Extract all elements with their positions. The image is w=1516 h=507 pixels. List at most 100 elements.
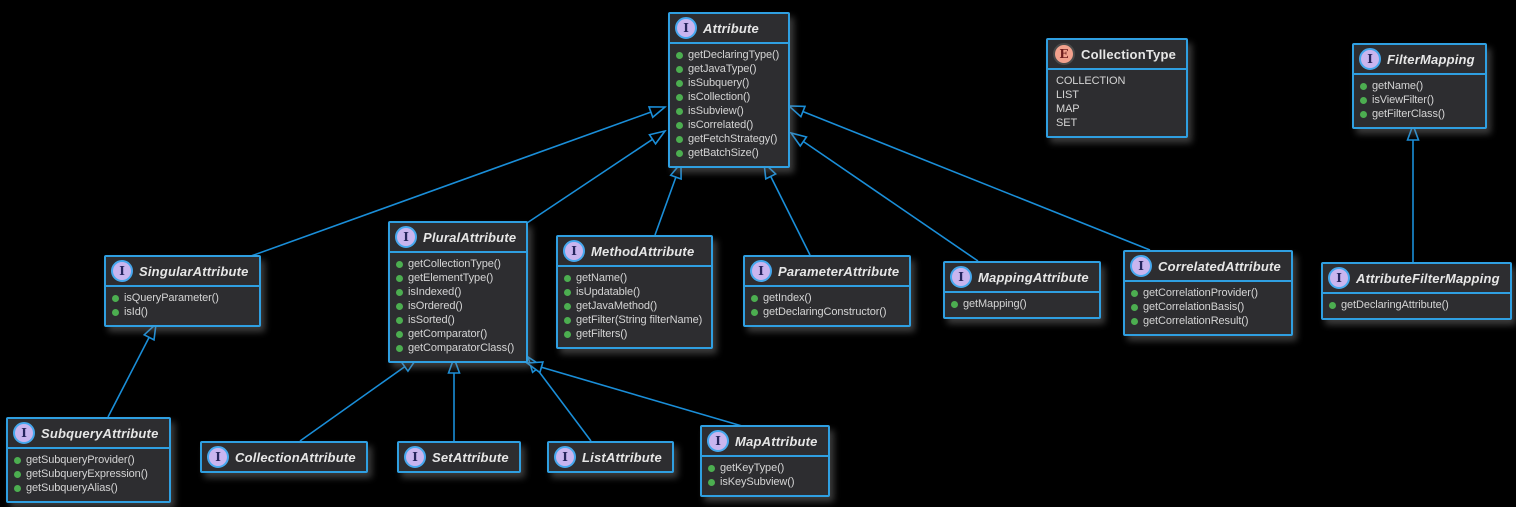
class-node-list-attribute[interactable]: I ListAttribute: [547, 441, 674, 473]
class-title: SubqueryAttribute: [41, 425, 159, 441]
class-member: getSubqueryExpression(): [14, 467, 160, 481]
interface-icon: I: [707, 430, 729, 452]
enum-constant: COLLECTION: [1054, 74, 1177, 88]
member-label: getDeclaringConstructor(): [763, 306, 887, 318]
class-members: getCorrelationProvider()getCorrelationBa…: [1125, 282, 1291, 334]
method-bullet-icon: [564, 288, 571, 296]
inheritance-edge-parameter-attribute-to-attribute: [764, 163, 811, 256]
class-member: isCorrelated(): [676, 118, 779, 132]
class-member: isSubquery(): [676, 76, 779, 90]
class-member: getDeclaringType(): [676, 48, 779, 62]
class-header-set-attribute: I SetAttribute: [399, 443, 519, 471]
inheritance-edge-collection-attribute-to-plural-attribute: [299, 358, 417, 442]
method-bullet-icon: [112, 308, 119, 316]
method-bullet-icon: [396, 288, 403, 296]
member-label: getSubqueryProvider(): [26, 454, 135, 466]
class-member: isCollection(): [676, 90, 779, 104]
member-label: isOrdered(): [408, 300, 463, 312]
class-title: CollectionAttribute: [235, 449, 356, 465]
class-members: getIndex() getDeclaringConstructor(): [745, 287, 909, 325]
interface-icon: I: [1359, 48, 1381, 70]
method-bullet-icon: [676, 121, 683, 129]
class-members: getDeclaringAttribute(): [1323, 294, 1510, 318]
method-bullet-icon: [1131, 303, 1138, 311]
method-bullet-icon: [396, 316, 403, 324]
class-member: getDeclaringConstructor(): [751, 305, 900, 319]
class-member: getFilterClass(): [1360, 107, 1476, 121]
enum-constant: SET: [1054, 116, 1177, 130]
class-title: SetAttribute: [432, 449, 509, 465]
member-label: getCollectionType(): [408, 258, 501, 270]
class-members: getMapping(): [945, 293, 1099, 317]
class-title: CollectionType: [1081, 46, 1177, 62]
method-bullet-icon: [708, 478, 715, 486]
class-member: isSubview(): [676, 104, 779, 118]
member-label: getCorrelationBasis(): [1143, 301, 1245, 313]
method-bullet-icon: [396, 344, 403, 352]
member-label: isUpdatable(): [576, 286, 641, 298]
class-title: FilterMapping: [1387, 51, 1475, 67]
member-label: getCorrelationResult(): [1143, 315, 1249, 327]
class-member: getFilters(): [564, 327, 702, 341]
method-bullet-icon: [676, 93, 683, 101]
method-bullet-icon: [676, 107, 683, 115]
class-member: getCorrelationBasis(): [1131, 300, 1282, 314]
class-node-set-attribute[interactable]: I SetAttribute: [397, 441, 521, 473]
method-bullet-icon: [396, 260, 403, 268]
member-label: getJavaType(): [688, 63, 757, 75]
method-bullet-icon: [676, 149, 683, 157]
member-label: getComparatorClass(): [408, 342, 515, 354]
member-label: getJavaMethod(): [576, 300, 658, 312]
class-member: isId(): [112, 305, 250, 319]
member-label: getBatchSize(): [688, 147, 759, 159]
member-label: isIndexed(): [408, 286, 462, 298]
method-bullet-icon: [676, 65, 683, 73]
class-title: MethodAttribute: [591, 243, 695, 259]
class-title: ListAttribute: [582, 449, 662, 465]
class-members: getName()isUpdatable()getJavaMethod()get…: [558, 267, 711, 347]
class-title: PluralAttribute: [423, 229, 517, 245]
interface-icon: I: [554, 446, 576, 468]
method-bullet-icon: [951, 300, 958, 308]
class-title: SingularAttribute: [139, 263, 249, 279]
member-label: getElementType(): [408, 272, 494, 284]
class-member: getFilter(String filterName): [564, 313, 702, 327]
class-member: getBatchSize(): [676, 146, 779, 160]
member-label: isViewFilter(): [1372, 94, 1434, 106]
class-member: getSubqueryAlias(): [14, 481, 160, 495]
interface-icon: I: [1328, 267, 1350, 289]
interface-icon: I: [563, 240, 585, 262]
class-title: ParameterAttribute: [778, 263, 900, 279]
member-label: isSubquery(): [688, 77, 750, 89]
member-label: COLLECTION: [1056, 75, 1126, 87]
member-label: isSubview(): [688, 105, 744, 117]
class-member: getName(): [564, 271, 702, 285]
class-member: getComparator(): [396, 327, 517, 341]
method-bullet-icon: [1360, 96, 1367, 104]
class-title: MappingAttribute: [978, 269, 1089, 285]
interface-icon: I: [404, 446, 426, 468]
class-node-method-attribute[interactable]: I MethodAttribute getName()isUpdatable() ge…: [556, 235, 714, 349]
member-label: getIndex(): [763, 292, 812, 304]
method-bullet-icon: [1131, 289, 1138, 297]
class-member: getMapping(): [951, 297, 1090, 311]
method-bullet-icon: [676, 135, 683, 143]
method-bullet-icon: [1131, 317, 1138, 325]
